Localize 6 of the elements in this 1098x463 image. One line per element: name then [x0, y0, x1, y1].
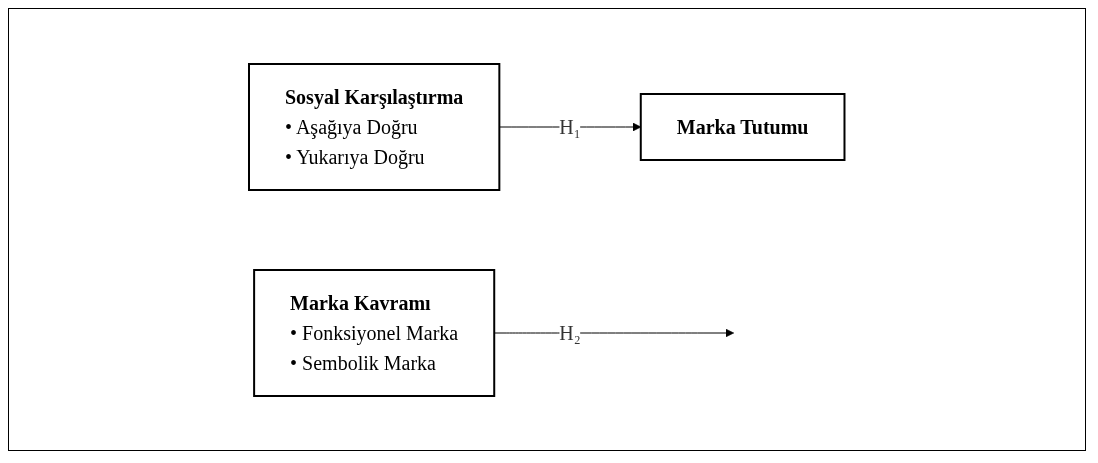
- edge-label: H₁: [559, 115, 582, 138]
- node-box: Marka Tutumu: [640, 92, 846, 161]
- arrow: [494, 328, 735, 337]
- edge-label: H₂: [559, 321, 582, 344]
- node-box: Marka Kavramı • Fonksiyonel Marka • Sembolik Marka: [253, 268, 496, 397]
- node-box: Sosyal Karşılaştırma • Aşağıya Doğru • Yukarıya Doğru: [248, 62, 501, 191]
